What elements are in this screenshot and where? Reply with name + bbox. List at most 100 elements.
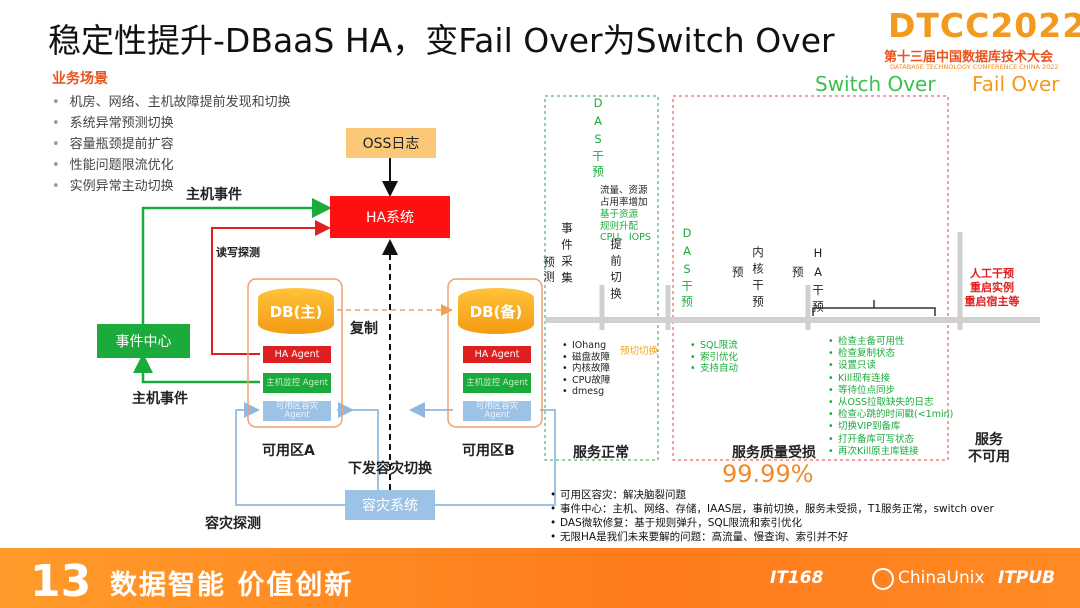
fault-item: IOhang: [562, 340, 610, 352]
ha-vertical: HA干预: [808, 246, 825, 323]
kernel-pre-label: 预: [732, 265, 744, 279]
business-item: 系统异常预测切换: [52, 112, 174, 131]
conference-tagline: DATABASE TECHNOLOGY CONFERENCE CHINA 202…: [890, 63, 1059, 71]
business-item: 容量瓶颈提前扩容: [52, 133, 174, 152]
page-title: 稳定性提升-DBaaS HA，变Fail Over为Switch Over: [48, 21, 835, 60]
manual-item: 重启实例: [970, 281, 1014, 294]
business-item: 性能问题限流优化: [52, 154, 174, 173]
das-top-green-item: CPU、IOPS: [600, 232, 651, 243]
ha-check-item: 切换VIP到备库: [828, 421, 953, 433]
service-degraded-label: 服务质量受损: [732, 445, 816, 461]
ha-check-item: 检查主备可用性: [828, 336, 953, 348]
das-mid-item: 索引优化: [690, 352, 738, 364]
pre-switch-orange-label: 预切切换: [620, 346, 659, 357]
manual-intervention: 人工干预 重启实例 重启宿主等: [962, 267, 1022, 309]
business-item: 实例异常主动切换: [52, 175, 174, 194]
das-mid-text: DAS干预: [680, 226, 694, 311]
fail-over-label: Fail Over: [972, 72, 1060, 96]
manual-item: 人工干预: [970, 267, 1014, 280]
ha-pre-label: 预: [792, 265, 804, 279]
pre-switch-vertical: 提前切换: [606, 238, 623, 310]
thirteen-logo-icon: 13: [30, 556, 91, 604]
ha-check-item: 再次Kill原主库链接: [828, 446, 953, 458]
db-slave: DB(备): [458, 288, 534, 334]
fault-item: 磁盘故障: [562, 352, 610, 364]
das-top-items: 流量、资源 占用率增加: [600, 185, 648, 208]
host-monitor-agent-b: 主机监控 Agent: [463, 373, 531, 393]
footer-bar: [0, 548, 1080, 608]
host-event-top-label: 主机事件: [186, 187, 242, 203]
dispatch-dr-switch-label: 下发容灾切换: [348, 461, 432, 477]
das-top-item: 流量、资源: [600, 185, 648, 196]
partner-chinaunix: ChinaUnix: [898, 568, 985, 588]
az-dr-agent-b: 可用区容灾 Agent: [463, 401, 531, 421]
dr-system-box: 容灾系统: [345, 490, 435, 520]
zone-a-label: 可用区A: [262, 443, 315, 459]
notes-list: 可用区容灾：解决脑裂问题 事件中心：主机、网络、存储，IAAS层，事前切换，服务…: [550, 488, 994, 544]
ha-text: HA干预: [811, 246, 825, 317]
az-dr-agent-a: 可用区容灾 Agent: [263, 401, 331, 421]
availability-value: 99.99%: [722, 460, 814, 488]
service-unavailable-line: 不可用: [968, 449, 1010, 465]
kernel-text: 内核干预: [751, 246, 765, 312]
rw-probe-label: 读写探测: [216, 246, 260, 259]
db-master: DB(主): [258, 288, 334, 334]
host-monitor-agent-a: 主机监控 Agent: [263, 373, 331, 393]
ha-check-item: 设置只读: [828, 360, 953, 372]
partner-itpub: ITPUB: [998, 568, 1056, 588]
fault-item: CPU故障: [562, 375, 610, 387]
manual-item: 重启宿主等: [964, 295, 1020, 308]
ha-check-item: 打开备库可写状态: [828, 434, 953, 446]
ha-check-item: Kill现有连接: [828, 373, 953, 385]
ha-check-item: 等待位点同步: [828, 385, 953, 397]
replicate-label: 复制: [350, 321, 378, 337]
event-center-box: 事件中心: [97, 324, 190, 358]
dr-probe-label: 容灾探测: [205, 516, 261, 532]
host-event-bottom-label: 主机事件: [132, 391, 188, 407]
fault-list: IOhang 磁盘故障 内核故障 CPU故障 dmesg: [562, 340, 610, 398]
svg-text:13: 13: [30, 556, 91, 604]
footer-slogan: 数据智能 价值创新: [110, 570, 354, 601]
das-top-green-item: 规则升配: [600, 220, 639, 232]
dtcc-logo: DTCC2022: [888, 6, 1080, 45]
das-mid-list: SQL限流 索引优化 支持自动: [690, 340, 738, 375]
ha-agent-b: HA Agent: [463, 346, 531, 363]
event-collect-vertical: 事件采集: [557, 222, 574, 294]
service-unavailable-line: 服务: [975, 432, 1003, 448]
das-top-green-item: 基于资源: [600, 209, 639, 220]
partner-it168: IT168: [770, 568, 824, 588]
das-top-green-items: 基于资源 规则升配 CPU、IOPS: [600, 209, 651, 244]
das-top-vertical: DAS干预: [588, 96, 605, 187]
note-item: DAS微软修复：基于规则弹升，SQL限流和索引优化: [550, 516, 994, 530]
das-mid-item: 支持自动: [690, 363, 738, 375]
note-item: 无限HA是我们未来要解的问题：高流量、慢查询、索引并不好: [550, 530, 994, 544]
chinaunix-icon: [872, 568, 894, 590]
note-item: 事件中心：主机、网络、存储，IAAS层，事前切换，服务未受损，T1服务正常，sw…: [550, 502, 994, 516]
oss-log-box: OSS日志: [346, 128, 436, 158]
ha-agent-a: HA Agent: [263, 346, 331, 363]
ha-system-box: HA系统: [330, 196, 450, 238]
fault-item: dmesg: [562, 386, 610, 398]
conference-name: 第十三届中国数据库技术大会: [884, 50, 1054, 65]
detect-label: 预测: [542, 256, 556, 285]
business-item: 机房、网络、主机故障提前发现和切换: [52, 91, 291, 110]
ha-check-item: 检查心跳的时间戳(<1min): [828, 409, 953, 421]
switch-over-label: Switch Over: [815, 72, 936, 96]
zone-b-label: 可用区B: [462, 443, 515, 459]
das-top-vertical-text: DAS干预: [591, 96, 605, 181]
ha-check-item: 检查复制状态: [828, 348, 953, 360]
das-mid-item: SQL限流: [690, 340, 738, 352]
pre-switch-text: 提前切换: [609, 238, 623, 304]
kernel-vertical: 内核干预: [748, 246, 765, 318]
fault-item: 内核故障: [562, 363, 610, 375]
event-collect-text: 事件采集: [560, 222, 574, 288]
das-mid-vertical: DAS干预: [677, 226, 694, 317]
das-top-item: 占用率增加: [600, 196, 648, 208]
ha-check-list: 检查主备可用性 检查复制状态 设置只读 Kill现有连接 等待位点同步 从OSS…: [828, 336, 953, 458]
service-unavailable-label: 服务 不可用: [968, 432, 1010, 466]
ha-check-item: 从OSS拉取缺失的日志: [828, 397, 953, 409]
business-title: 业务场景: [52, 71, 108, 87]
service-normal-label: 服务正常: [573, 445, 629, 461]
note-item: 可用区容灾：解决脑裂问题: [550, 488, 994, 502]
